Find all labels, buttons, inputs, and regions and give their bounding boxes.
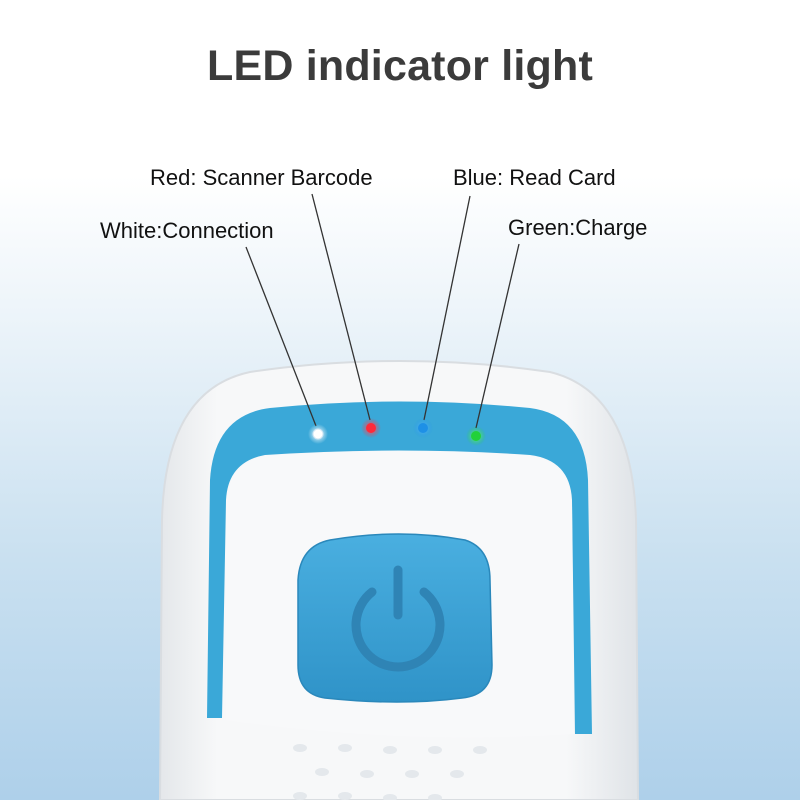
accent-band <box>207 401 592 734</box>
leader-line-blue <box>423 195 471 421</box>
vent-dots <box>293 744 487 800</box>
led-blue <box>413 418 433 438</box>
led-green <box>466 426 486 446</box>
page-title: LED indicator light <box>206 42 593 90</box>
label-white-connection: White:Connection <box>100 218 274 243</box>
leader-line-red <box>311 193 371 421</box>
leader-line-white <box>245 246 317 427</box>
led-white <box>308 424 328 444</box>
label-red-scanner-barcode: Red: Scanner Barcode <box>150 165 373 190</box>
leader-lines <box>245 193 520 429</box>
led-red <box>361 418 381 438</box>
leader-line-green <box>475 243 520 429</box>
label-blue-read-card: Blue: Read Card <box>453 165 616 190</box>
label-green-charge: Green:Charge <box>508 215 648 240</box>
power-icon <box>351 565 445 672</box>
